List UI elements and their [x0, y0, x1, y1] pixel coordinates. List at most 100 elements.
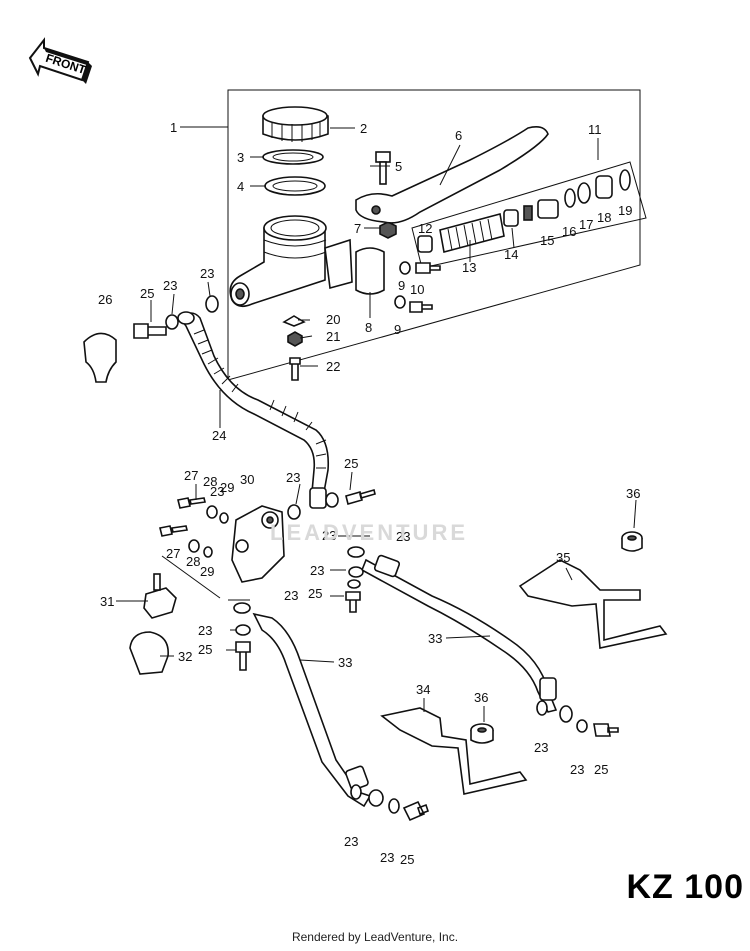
washer [206, 505, 218, 519]
switch-bolt [159, 525, 188, 537]
callout-2: 2 [360, 121, 367, 136]
callout-12: 12 [418, 221, 432, 236]
callout-25: 25 [308, 586, 322, 601]
banjo-bolt [133, 323, 167, 339]
bracket-grommet [470, 723, 494, 744]
upper-brake-hose [177, 311, 330, 509]
master-cylinder-body [229, 215, 353, 308]
reservoir-cap [262, 106, 329, 142]
washer [536, 700, 548, 716]
brake-hose-junction [231, 505, 285, 583]
leader-lines [116, 126, 637, 722]
callout-31: 31 [100, 594, 114, 609]
banjo-bolt [402, 800, 430, 822]
model-label: KZ 100 [626, 868, 744, 906]
callout-18: 18 [597, 210, 611, 225]
callout-23: 23 [310, 563, 324, 578]
callout-8: 8 [365, 320, 372, 335]
callout-23: 23 [396, 529, 410, 544]
callout-23: 23 [286, 470, 300, 485]
callout-28: 28 [186, 554, 200, 569]
watermark: LEADVENTURE [270, 520, 469, 545]
callout-25: 25 [400, 852, 414, 867]
callout-34: 34 [416, 682, 430, 697]
callout-23: 23 [210, 484, 224, 499]
brake-light-switch [143, 573, 177, 619]
washer [165, 314, 179, 330]
callout-23: 23 [322, 528, 336, 543]
callout-23: 23 [284, 588, 298, 603]
washer [287, 504, 301, 520]
callout-20: 20 [326, 312, 340, 327]
washer [235, 624, 251, 636]
bleeder-nut [287, 331, 303, 347]
pivot-nut [379, 221, 397, 239]
callout-23: 23 [200, 266, 214, 281]
callout-labels: 1 2 3 4 5 6 7 8 9 9 10 11 12 13 14 15 16… [98, 120, 640, 867]
master-cylinder-assembly-box [227, 89, 641, 381]
washer [203, 546, 213, 558]
callout-27: 27 [166, 546, 180, 561]
callout-36: 36 [626, 486, 640, 501]
washer [219, 512, 229, 524]
hose-bracket-left [380, 707, 528, 795]
lever-clamp [355, 247, 385, 295]
callout-23: 23 [380, 850, 394, 865]
callout-3: 3 [237, 150, 244, 165]
callout-33: 33 [338, 655, 352, 670]
callout-1: 1 [170, 120, 177, 135]
banjo-bolt [235, 641, 251, 671]
callout-36: 36 [474, 690, 488, 705]
piston-kit-box [411, 161, 647, 269]
junction-bolt [177, 497, 206, 509]
bleeder-plate [282, 315, 306, 327]
callout-23: 23 [534, 740, 548, 755]
washer [205, 295, 219, 313]
callout-23: 23 [163, 278, 177, 293]
reservoir-plate [262, 149, 324, 165]
washer [325, 492, 339, 508]
callout-19: 19 [618, 203, 632, 218]
callout-6: 6 [455, 128, 462, 143]
bleeder-bolt [289, 357, 301, 381]
callout-33: 33 [428, 631, 442, 646]
clamp-bolt [409, 301, 433, 313]
piston-kit [417, 169, 631, 253]
callout-10: 10 [410, 282, 424, 297]
callout-7: 7 [354, 221, 361, 236]
clamp-bolt [415, 262, 441, 274]
callout-27: 27 [184, 468, 198, 483]
washer [388, 798, 400, 814]
washer [399, 261, 411, 275]
washer [350, 784, 362, 800]
left-brake-hose [233, 602, 384, 808]
washer [347, 579, 361, 589]
callout-25: 25 [140, 286, 154, 301]
callout-5: 5 [395, 159, 402, 174]
callout-25: 25 [344, 456, 358, 471]
callout-29: 29 [200, 564, 214, 579]
front-arrow-icon: FRONT [28, 37, 92, 84]
callout-25: 25 [198, 642, 212, 657]
callout-16: 16 [562, 224, 576, 239]
callout-13: 13 [462, 260, 476, 275]
right-brake-hose [347, 546, 573, 723]
banjo-bolt [345, 591, 361, 613]
callout-29: 29 [220, 480, 234, 495]
washer [188, 539, 200, 553]
switch-boot [129, 631, 169, 675]
banjo-bolt [593, 723, 619, 737]
callout-11: 11 [588, 122, 602, 137]
banjo-bolt [345, 489, 376, 505]
callout-17: 17 [579, 217, 593, 232]
callout-35: 35 [556, 550, 570, 565]
pivot-bolt [375, 151, 391, 185]
callout-9a: 9 [398, 278, 405, 293]
callout-32: 32 [178, 649, 192, 664]
dust-cap [83, 332, 117, 383]
callout-24: 24 [212, 428, 226, 443]
callout-26: 26 [98, 292, 112, 307]
callout-23: 23 [570, 762, 584, 777]
footer-credit: Rendered by LeadVenture, Inc. [291, 930, 459, 944]
